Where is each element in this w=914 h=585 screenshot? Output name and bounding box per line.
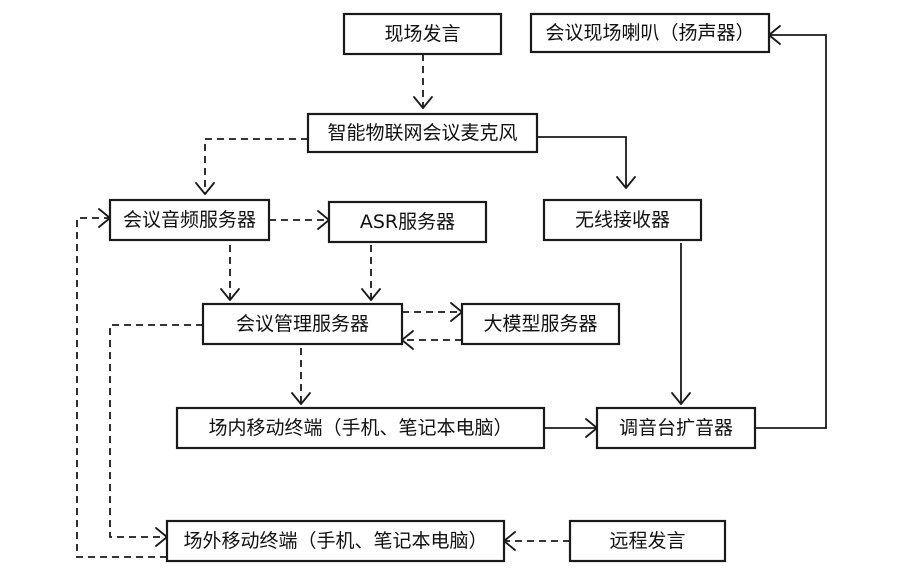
edge-mixer-to-speaker <box>755 34 827 429</box>
node-audio-server-label: 会议音频服务器 <box>123 209 256 231</box>
node-wireless-receiver: 无线接收器 <box>542 198 703 242</box>
node-wireless-receiver-label: 无线接收器 <box>575 209 670 231</box>
node-audio-server: 会议音频服务器 <box>108 198 271 242</box>
edge-mgmt-to-remote-terminal <box>109 324 203 538</box>
node-speech-remote-label: 远程发言 <box>609 530 685 552</box>
node-venue-speaker: 会议现场喇叭（扬声器） <box>529 12 771 54</box>
node-llm-server-label: 大模型服务器 <box>483 313 597 335</box>
diagram-edges <box>76 25 827 558</box>
node-mixer-amp: 调音台扩音器 <box>595 406 757 450</box>
edge-mgmt-to-onsite-terminal-arrow <box>291 392 311 405</box>
edge-mic-to-receiver-arrow <box>616 176 636 189</box>
node-asr-server: ASR服务器 <box>327 200 488 244</box>
edge-mic-to-audio-server-arrow <box>195 182 215 195</box>
edge-remote-terminal-to-audio-server <box>76 217 167 558</box>
node-speech-onsite: 现场发言 <box>342 12 503 56</box>
edge-asr-to-mgmt-arrow <box>361 288 381 301</box>
edge-audio-to-mgmt-arrow <box>220 288 240 301</box>
node-onsite-terminal-label: 场内移动终端（手机、笔记本电脑） <box>208 417 512 439</box>
node-speech-remote: 远程发言 <box>568 519 727 563</box>
node-mgmt-server: 会议管理服务器 <box>201 302 404 346</box>
node-mixer-amp-label: 调音台扩音器 <box>619 417 733 439</box>
node-remote-terminal-label: 场外移动终端（手机、笔记本电脑） <box>183 530 487 552</box>
node-smart-mic: 智能物联网会议麦克风 <box>306 112 539 154</box>
node-smart-mic-label: 智能物联网会议麦克风 <box>327 122 517 144</box>
diagram-nodes: 现场发言 会议现场喇叭（扬声器） 智能物联网会议麦克风 会议音频服务器 ASR服… <box>108 12 771 563</box>
edge-speech-to-mic-arrow <box>413 96 433 109</box>
node-onsite-terminal: 场内移动终端（手机、笔记本电脑） <box>175 406 546 450</box>
node-speech-onsite-label: 现场发言 <box>384 23 460 45</box>
node-mgmt-server-label: 会议管理服务器 <box>236 313 369 335</box>
edge-receiver-to-mixer-arrow <box>671 392 691 405</box>
node-venue-speaker-label: 会议现场喇叭（扬声器） <box>545 22 754 44</box>
edge-mic-to-audio-server <box>204 138 308 194</box>
node-asr-server-label: ASR服务器 <box>360 211 455 233</box>
node-llm-server: 大模型服务器 <box>460 302 621 346</box>
node-remote-terminal: 场外移动终端（手机、笔记本电脑） <box>165 519 506 563</box>
edge-mic-to-receiver <box>537 136 627 188</box>
